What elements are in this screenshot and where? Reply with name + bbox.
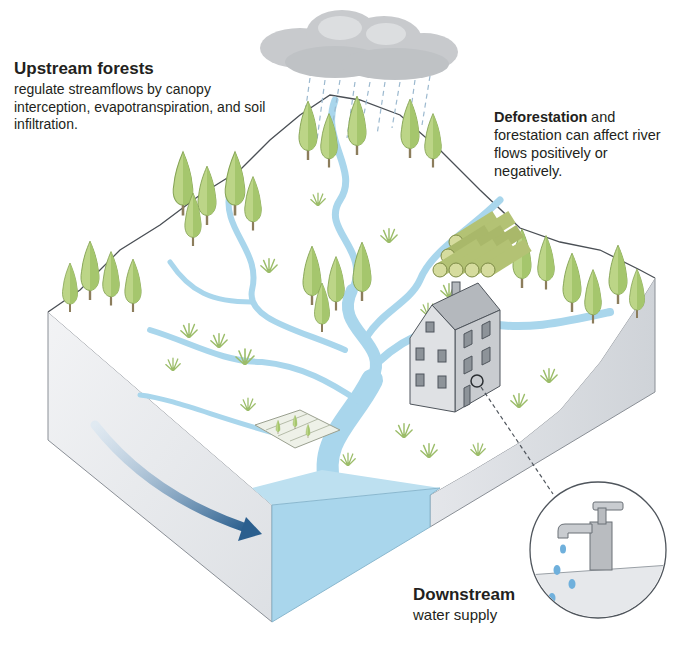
- grass-tufts: [166, 193, 557, 466]
- heading-label: Upstream forests: [14, 58, 284, 79]
- house: [410, 282, 500, 412]
- callout-text: Deforestationand forestation can affect …: [494, 108, 678, 181]
- body-label: regulate streamflows by canopy intercept…: [14, 81, 284, 134]
- faucet-inset: [528, 482, 670, 630]
- crop-field: [255, 410, 340, 448]
- heading-label: Deforestation: [494, 109, 587, 125]
- body-label: water supply: [413, 606, 521, 625]
- flow-arrow: [95, 425, 262, 541]
- leader-line: [481, 387, 553, 494]
- heading-label: Downstream: [413, 584, 521, 605]
- log-pile: [433, 217, 528, 277]
- clouds: [260, 10, 458, 80]
- water-body: [252, 470, 440, 622]
